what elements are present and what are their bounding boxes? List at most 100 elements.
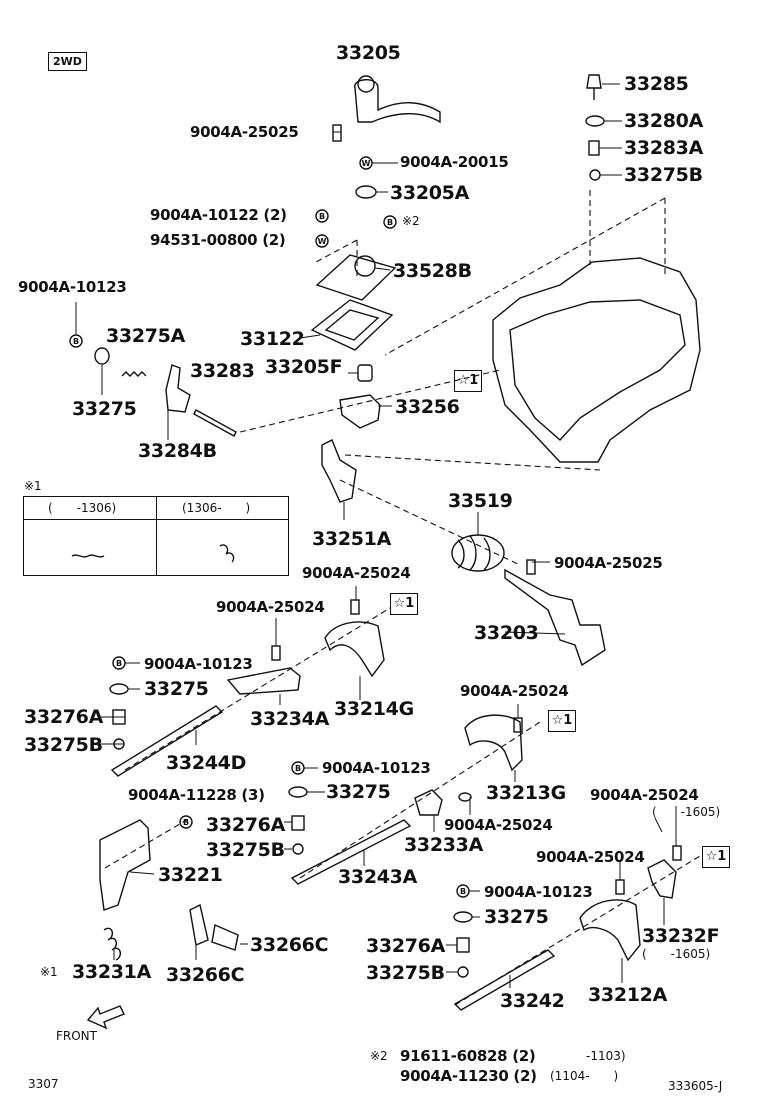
part-33242-shape <box>453 949 556 1011</box>
part-33205-shape <box>354 79 441 124</box>
star-tag-fork-213g: ☆1 <box>548 710 576 732</box>
svg-text:B: B <box>295 764 301 773</box>
label-33285: 33285 <box>624 73 689 95</box>
part-33203-shape <box>504 568 606 667</box>
table-col-left: ( -1306) <box>48 501 117 515</box>
part-33214g-shape <box>324 621 385 678</box>
footnote-2-range: (1104- ) <box>550 1069 619 1083</box>
footnote-1-range: -1103) <box>586 1049 626 1063</box>
housing-shape <box>492 257 701 463</box>
label-33256: 33256 <box>395 396 460 418</box>
label-33275-c: 33275 <box>326 781 391 803</box>
label-33242: 33242 <box>500 990 565 1012</box>
part-33266c-shape-a <box>189 903 209 946</box>
label-33275-d: 33275 <box>484 906 549 928</box>
label-33276a-c: 33276A <box>206 814 286 836</box>
label-9004a-10123-d: 9004A-10123 <box>484 883 593 901</box>
label-33275b-c: 33275B <box>206 839 285 861</box>
label-33275-b: 33275 <box>144 678 209 700</box>
label-9004a-20015: 9004A-20015 <box>400 153 509 171</box>
part-33234a-shape <box>226 667 301 695</box>
spring-variant-table: ( -1306) (1306- ) <box>23 496 289 576</box>
label-33205f: 33205F <box>265 356 343 378</box>
label-33276a-b: 33276A <box>24 706 104 728</box>
label-9004a-25024-e: 9004A-25024 <box>590 786 699 804</box>
part-33251a-shape <box>321 439 357 503</box>
label-33234a: 33234A <box>250 708 330 730</box>
part-33256-shape <box>339 394 381 429</box>
label-9004a-25025-top: 9004A-25025 <box>190 123 299 141</box>
footnote-2: 9004A-11230 (2) <box>400 1067 537 1085</box>
part-33231a-shape <box>103 927 122 961</box>
label-33519: 33519 <box>448 490 513 512</box>
part-33221-shape <box>99 819 151 911</box>
label-9004a-25024-d: 9004A-25024 <box>444 816 553 834</box>
note-mark-2-footer: ※2 <box>370 1049 388 1063</box>
svg-text:B: B <box>73 337 79 346</box>
table-divider-v <box>156 497 157 575</box>
table-col-right: (1306- ) <box>182 501 251 515</box>
svg-text:B: B <box>116 659 122 668</box>
label-33221: 33221 <box>158 864 223 886</box>
label-33233a: 33233A <box>404 834 484 856</box>
label-33275-left: 33275 <box>72 398 137 420</box>
label-33214g: 33214G <box>334 698 414 720</box>
part-33213g-shape <box>464 714 523 772</box>
star-tag-232f: ☆1 <box>702 846 730 868</box>
part-33284b-shape <box>165 364 191 413</box>
label-33283a: 33283A <box>624 137 704 159</box>
part-33266c-shape-b <box>211 924 239 951</box>
label-33203: 33203 <box>474 622 539 644</box>
label-9004a-25024-c: 9004A-25024 <box>460 682 569 700</box>
doc-code: 333605-J <box>668 1079 723 1093</box>
label-94531-00800: 94531-00800 (2) <box>150 231 286 249</box>
label-9004a-25025-mid: 9004A-25025 <box>554 554 663 572</box>
svg-text:B: B <box>183 818 189 827</box>
part-33232f-shape <box>647 859 677 899</box>
svg-text:B: B <box>319 212 325 221</box>
label-9004a-11228: 9004A-11228 (3) <box>128 786 265 804</box>
label-33232f: 33232F <box>642 925 720 947</box>
label-33266c-b: 33266C <box>166 964 245 986</box>
label-33275b-b: 33275B <box>24 734 103 756</box>
svg-text:B: B <box>387 218 393 227</box>
svg-text:B: B <box>460 887 466 896</box>
part-33233a-shape <box>414 789 443 816</box>
label-33205a: 33205A <box>390 182 470 204</box>
svg-text:W: W <box>362 159 371 168</box>
label-9004a-25024-b: 9004A-25024 <box>216 598 325 616</box>
note-mark-2-inline: ※2 <box>402 214 420 228</box>
label-33122: 33122 <box>240 328 305 350</box>
star-tag-fork-g: ☆1 <box>390 593 418 615</box>
label-9004a-25024-f: 9004A-25024 <box>536 848 645 866</box>
label-9004a-10122: 9004A-10122 (2) <box>150 206 287 224</box>
front-arrow-icon <box>86 1005 125 1030</box>
label-33266c-a: 33266C <box>250 934 329 956</box>
label-33280a: 33280A <box>624 110 704 132</box>
label-33213g: 33213G <box>486 782 566 804</box>
label-33275a: 33275A <box>106 325 186 347</box>
star-tag-housing: ☆1 <box>454 370 482 392</box>
label-33251a: 33251A <box>312 528 392 550</box>
label-1605-b: ( -1605) <box>642 947 711 961</box>
note-mark-1-spring: ※1 <box>40 965 58 979</box>
svg-text:W: W <box>318 237 327 246</box>
part-33122-shape <box>310 299 394 351</box>
label-33276a-d: 33276A <box>366 935 446 957</box>
label-33283: 33283 <box>190 360 255 382</box>
part-33244d-shape <box>110 705 224 777</box>
badge-2wd: 2WD <box>48 52 87 71</box>
label-1605-a: ( -1605) <box>652 805 721 819</box>
label-33284b: 33284B <box>138 440 217 462</box>
label-33231a: 33231A <box>72 961 152 983</box>
footnote-1: 91611-60828 (2) <box>400 1047 536 1065</box>
label-33212a: 33212A <box>588 984 668 1006</box>
label-33275b-d: 33275B <box>366 962 445 984</box>
part-33212a-shape <box>579 899 641 962</box>
label-9004a-10123-b: 9004A-10123 <box>144 655 253 673</box>
label-33275b-top: 33275B <box>624 164 703 186</box>
part-33243a-shape <box>290 819 412 885</box>
label-9004a-25024-a: 9004A-25024 <box>302 564 411 582</box>
